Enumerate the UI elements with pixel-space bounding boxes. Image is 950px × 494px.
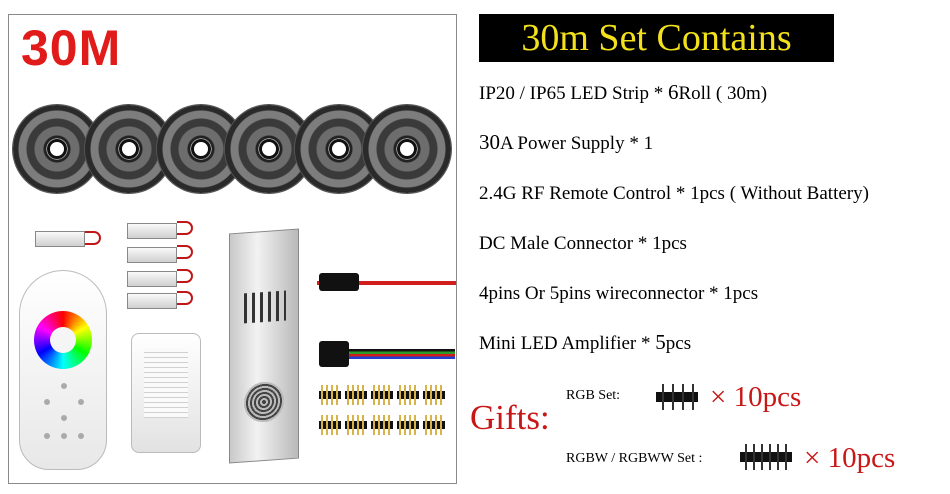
amplifier-wire — [177, 245, 193, 259]
rgb-wire-connector — [327, 349, 455, 359]
gift-rgb-qty: × 10pcs — [710, 381, 802, 413]
gift-rgbw-label: RGBW / RGBWW Set : — [566, 451, 703, 466]
dc-cable — [317, 281, 456, 285]
item-wire-connector: 4pins Or 5pins wireconnector * 1pcs — [479, 283, 759, 304]
rf-remote-control — [19, 270, 107, 470]
set-title-text: 30m Set Contains — [521, 17, 792, 59]
rgb-plug — [319, 341, 349, 367]
fan-icon — [244, 380, 284, 424]
pin-header-4-icon — [656, 384, 698, 410]
item-dc-connector: DC Male Connector * 1pcs — [479, 233, 687, 254]
amplifier-wire — [177, 291, 193, 305]
amplifier-module — [127, 223, 177, 239]
amplifier-wire — [177, 221, 193, 235]
amplifier-module — [127, 247, 177, 263]
set-title: 30m Set Contains — [479, 14, 834, 62]
amplifier-wire — [177, 269, 193, 283]
item-amplifier: Mini LED Amplifier * 5pcs — [479, 330, 692, 354]
amplifier-wire — [85, 231, 101, 245]
item-remote-control: 2.4G RF Remote Control * 1pcs ( Without … — [479, 183, 869, 204]
amplifier-module — [127, 271, 177, 287]
gifts-label: Gifts: — [470, 398, 550, 437]
led-strip-reels — [13, 95, 453, 215]
color-wheel — [34, 311, 92, 369]
rf-controller — [131, 333, 201, 453]
product-photo: 30M — [8, 14, 457, 484]
item-power-supply: 30A Power Supply * 1 — [479, 130, 654, 154]
led-reel — [363, 105, 451, 193]
amplifier-module — [35, 231, 85, 247]
gift-rgbw-qty: × 10pcs — [804, 442, 896, 474]
dc-connector — [319, 273, 359, 291]
amplifier-module — [127, 293, 177, 309]
length-label: 30M — [21, 20, 122, 76]
pin-header-6-icon — [740, 444, 792, 470]
gift-rgb-label: RGB Set: — [566, 388, 621, 403]
power-supply — [229, 228, 299, 464]
pin-connectors — [319, 383, 449, 439]
item-led-strip: IP20 / IP65 LED Strip * 6Roll ( 30m) — [479, 80, 768, 104]
